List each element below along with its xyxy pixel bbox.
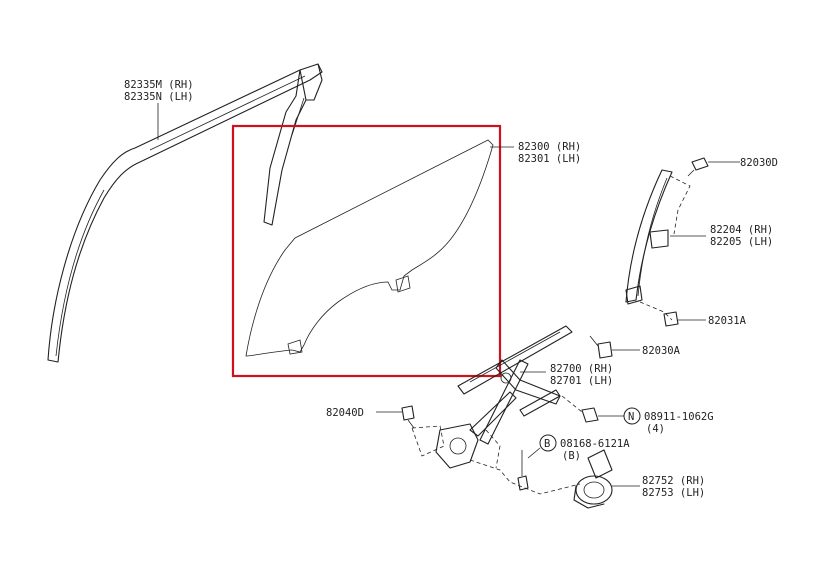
nut-part: [561, 395, 599, 423]
nut-marker: N: [628, 411, 634, 423]
bolt-b-code-label: 08168-6121A: [560, 438, 630, 450]
door-glass-part: [245, 139, 494, 357]
regulator-lh-label: 82701 (LH): [550, 375, 613, 387]
sash-lh-label: 82205 (LH): [710, 236, 773, 248]
rear-sash-part: [625, 169, 691, 321]
outer-moulding-part: [47, 63, 323, 363]
bolt-b-qty-label: (B): [562, 450, 581, 462]
bolt-82030d-part: [687, 157, 709, 177]
bolt-marker-circle: [539, 434, 557, 452]
regulator-motor-part: [573, 449, 613, 509]
motor-lh-label: 82753 (LH): [642, 487, 705, 499]
bolt-b-leader: [527, 447, 541, 459]
bolt-b-marker: B: [544, 438, 550, 450]
glass-highlight-box: [231, 124, 502, 378]
nut-code-label: 08911-1062G: [644, 411, 714, 423]
bolt-top-label: 82030D: [740, 157, 778, 169]
bolt-82040d-part: [401, 405, 415, 429]
glass-lh-label: 82301 (LH): [518, 153, 581, 165]
clip-82031a-part: [663, 311, 679, 327]
bolt-82030a-part: [589, 335, 613, 359]
nut-marker-circle: [623, 407, 641, 425]
nut-qty-label: (4): [646, 423, 665, 435]
motor-rh-label: 82752 (RH): [642, 475, 705, 487]
bolt-b-part: [517, 450, 529, 491]
moulding-rh-label: 82335M (RH): [124, 79, 194, 91]
glass-rh-label: 82300 (RH): [518, 141, 581, 153]
moulding-lh-label: 82335N (LH): [124, 91, 194, 103]
sash-rh-label: 82204 (RH): [710, 224, 773, 236]
clip-label: 82031A: [708, 315, 747, 327]
bolt-d-label: 82040D: [326, 407, 364, 419]
bolt-a-label: 82030A: [642, 345, 681, 357]
regulator-rh-label: 82700 (RH): [550, 363, 613, 375]
regulator-base-part: [411, 423, 581, 495]
